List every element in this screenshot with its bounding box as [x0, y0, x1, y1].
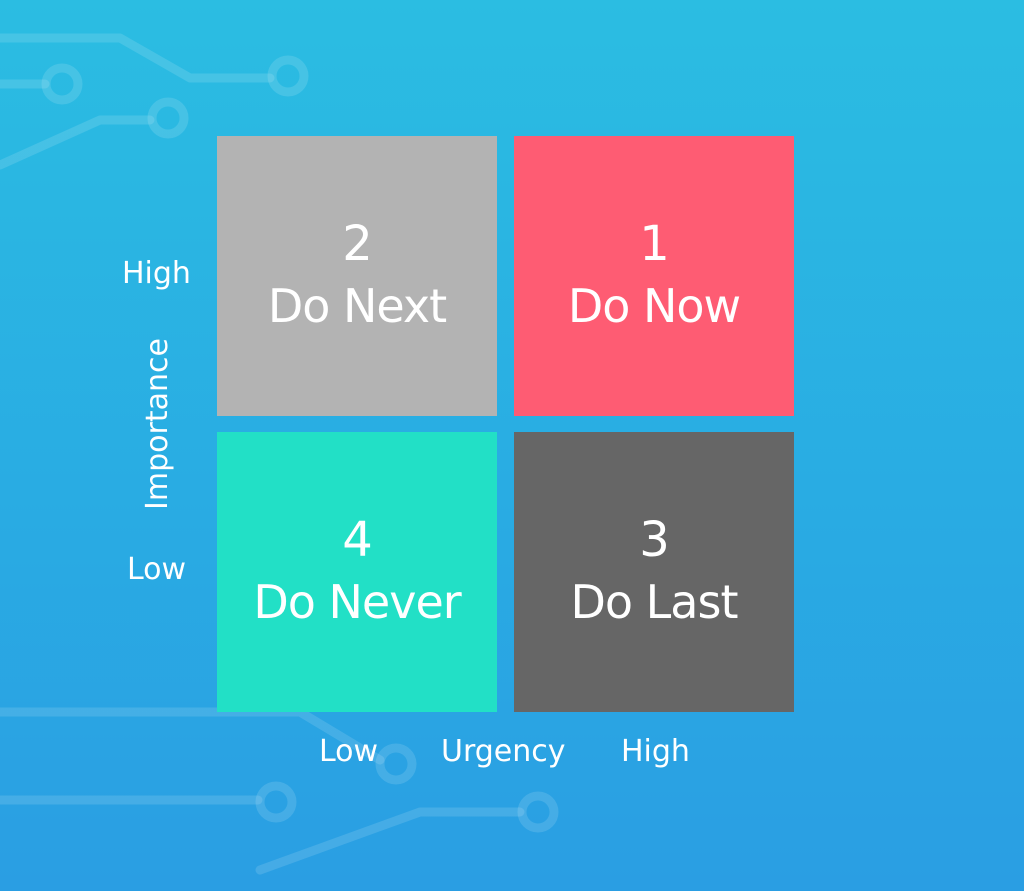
circuit-node — [375, 743, 417, 785]
quadrant-label: Do Last — [570, 575, 738, 629]
circuit-node — [267, 55, 309, 97]
y-axis-low-label: Low — [127, 552, 187, 587]
quadrant-number: 4 — [342, 512, 373, 568]
quadrant-number: 3 — [639, 512, 670, 568]
y-axis-high-label: High — [122, 256, 191, 291]
quadrant-label: Do Next — [267, 279, 447, 333]
x-axis-title: Urgency — [441, 734, 566, 769]
quadrant-label: Do Never — [253, 575, 461, 629]
circuit-node — [517, 791, 559, 833]
x-axis-high-label: High — [621, 734, 690, 769]
y-axis-title: Importance — [140, 338, 175, 510]
circuit-trace — [0, 33, 275, 83]
circuit-trace — [255, 807, 525, 875]
quadrant-do-now: 1 Do Now — [514, 136, 794, 416]
quadrant-do-last: 3 Do Last — [514, 432, 794, 712]
circuit-trace — [0, 707, 385, 765]
circuit-trace — [0, 115, 155, 170]
quadrant-number: 2 — [342, 216, 373, 272]
quadrant-do-never: 4 Do Never — [217, 432, 497, 712]
quadrant-label: Do Now — [567, 279, 741, 333]
quadrant-do-next: 2 Do Next — [217, 136, 497, 416]
circuit-node — [41, 63, 83, 105]
circuit-node — [147, 97, 189, 139]
quadrant-number: 1 — [639, 216, 670, 272]
x-axis-low-label: Low — [319, 734, 379, 769]
circuit-node — [255, 781, 297, 823]
